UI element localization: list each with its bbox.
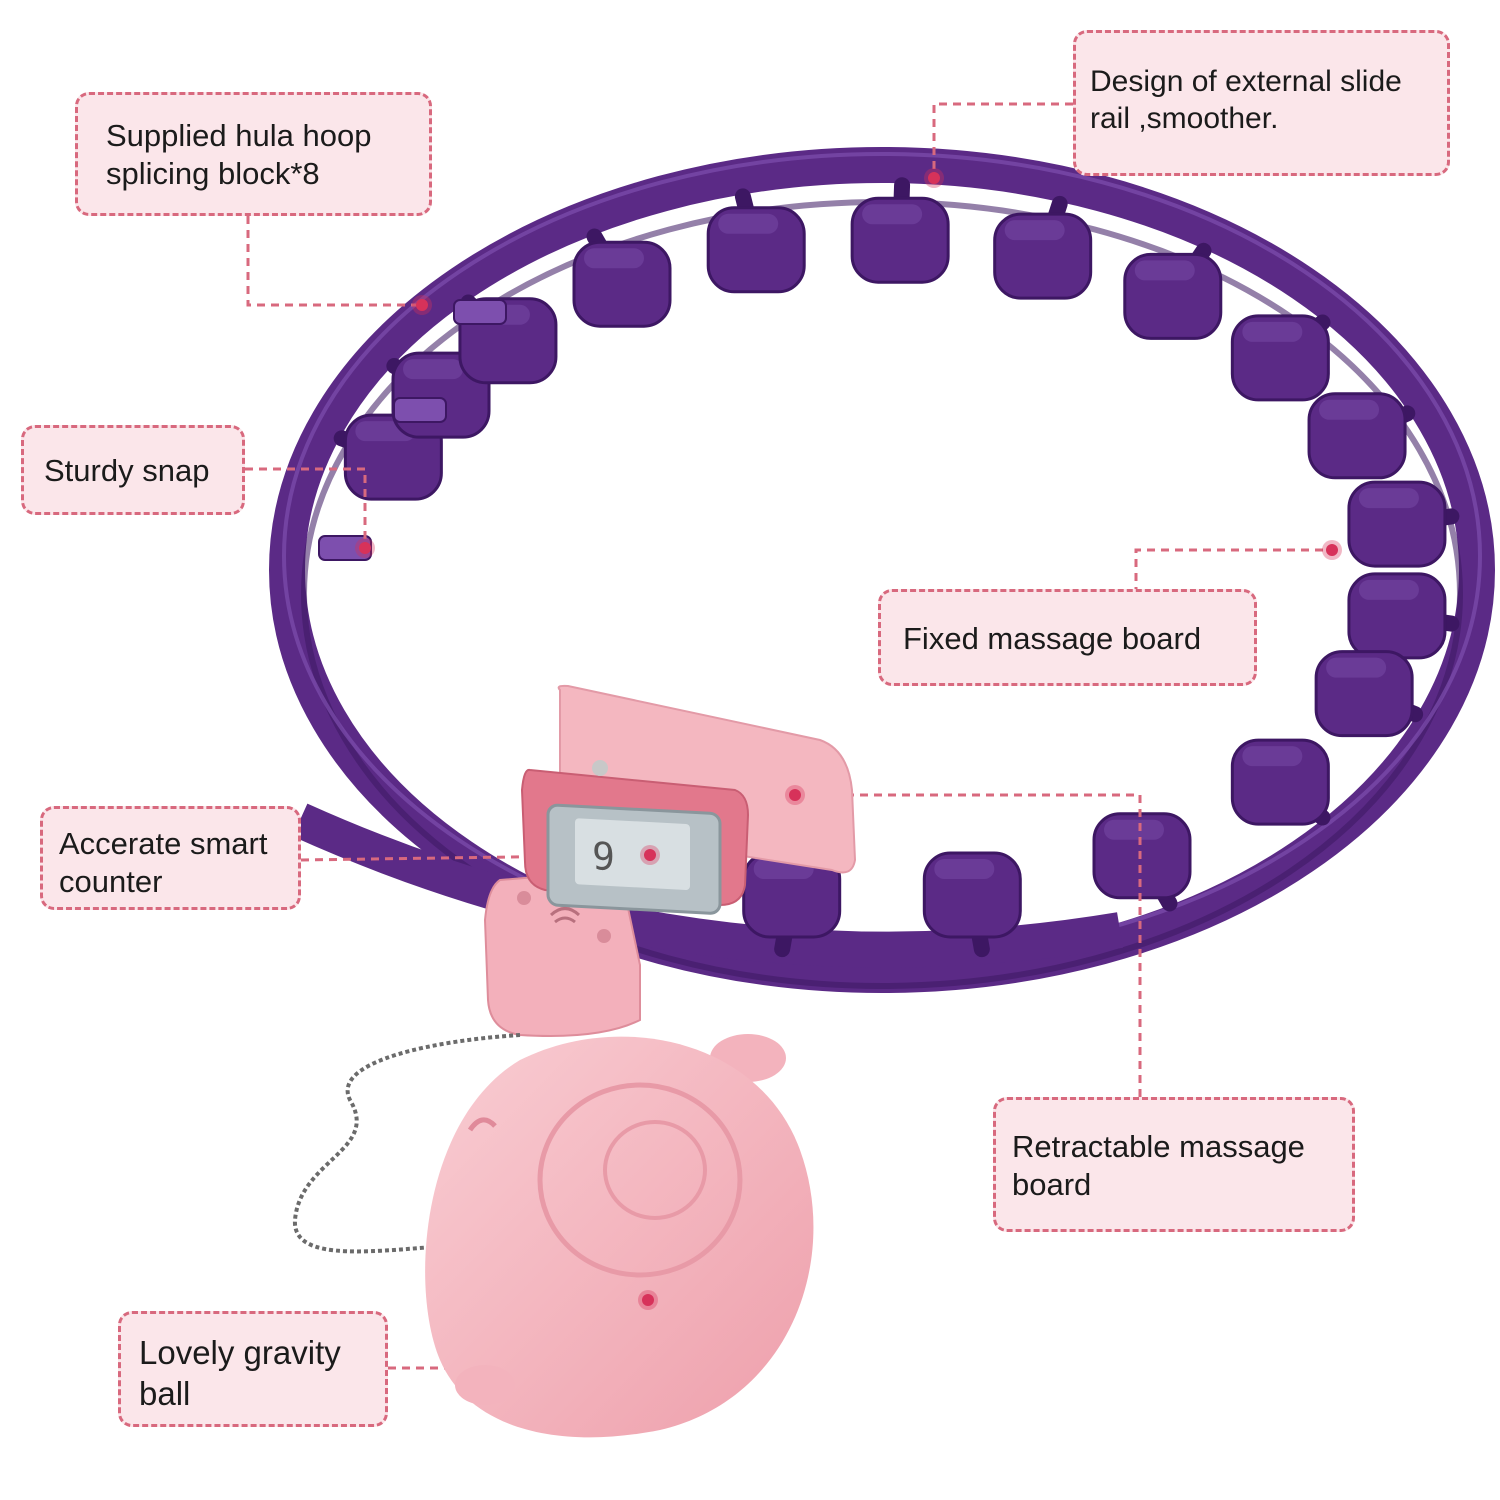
massage-block-pad <box>1092 812 1192 900</box>
massage-block <box>706 188 806 294</box>
massage-block-shine <box>1134 260 1195 281</box>
callout-line: Design of external slide <box>1090 65 1402 98</box>
counter-button-icon[interactable] <box>592 760 608 776</box>
massage-block-pad <box>1307 392 1407 480</box>
callout-splicing-block: Supplied hula hoop splicing block*8 <box>75 92 432 216</box>
massage-block <box>1347 480 1460 568</box>
callout-gravity-ball: Lovely gravity ball <box>118 1311 388 1427</box>
leader-line <box>245 467 367 548</box>
snap-clips <box>318 299 507 561</box>
callout-line: Lovely gravity <box>139 1334 341 1371</box>
hoop-band-outer <box>269 147 1495 993</box>
callout-line: Accerate smart <box>59 826 268 861</box>
callout-line: Supplied hula hoop <box>106 118 372 153</box>
massage-block <box>1314 650 1424 738</box>
massage-block-pad <box>993 212 1093 300</box>
callout-sturdy-snap: Sturdy snap <box>21 425 245 515</box>
marker-dot <box>359 542 371 554</box>
massage-block <box>1307 392 1416 480</box>
massage-block-shine <box>1358 579 1419 600</box>
massage-block-shine <box>1326 657 1387 678</box>
massage-block-shine <box>934 858 995 879</box>
callout-fixed-massage-board: Fixed massage board <box>878 589 1257 686</box>
callout-smart-counter: Accerate smart counter <box>40 806 301 910</box>
leader-line <box>246 216 422 307</box>
counter-eye-icon <box>597 929 611 943</box>
massage-block <box>850 177 950 284</box>
counter-eye-icon <box>517 891 531 905</box>
counter-lcd <box>575 818 690 890</box>
leader-line <box>300 853 651 862</box>
massage-block <box>1092 812 1192 912</box>
massage-block-pad <box>706 206 806 294</box>
ball-body <box>425 1036 814 1438</box>
massage-block-shine <box>718 213 779 234</box>
gravity-ball-rope <box>292 1033 521 1254</box>
massage-block-pad <box>850 196 950 284</box>
snap-clip <box>453 299 507 325</box>
ball-tail <box>455 1365 515 1405</box>
massage-block-shine <box>403 359 464 380</box>
massage-block <box>742 851 842 958</box>
massage-block-shine <box>1104 819 1164 840</box>
massage-block-pad <box>1123 252 1223 340</box>
callout-line: board <box>1012 1167 1092 1202</box>
marker-dot <box>642 1294 654 1306</box>
callout-slide-rail: Design of external slide rail ,smoother. <box>1073 30 1450 176</box>
marker-dot <box>644 849 656 861</box>
hoop-band-front <box>292 803 1123 968</box>
massage-block-shine <box>584 248 644 269</box>
massage-block-shine <box>862 204 923 225</box>
marker-dot <box>416 299 428 311</box>
massage-block <box>572 228 672 328</box>
callout-line: Sturdy snap <box>44 453 210 488</box>
massage-block <box>993 195 1093 300</box>
leader-line <box>795 793 1142 1097</box>
massage-block-pad <box>1347 480 1447 568</box>
callout-retractable-massage-board: Retractable massage board <box>993 1097 1355 1232</box>
massage-block <box>922 851 1022 958</box>
massage-block-pad <box>1230 738 1330 826</box>
marker-dot <box>928 172 940 184</box>
massage-block-pad <box>922 851 1022 939</box>
callout-line: Retractable massage <box>1012 1129 1305 1164</box>
marker-dot <box>1326 544 1338 556</box>
massage-block-shine <box>1004 220 1065 241</box>
massage-block-shine <box>1242 746 1303 767</box>
massage-block <box>1347 572 1460 660</box>
ball-face-mark <box>467 1117 497 1132</box>
counter-base <box>483 868 641 1037</box>
callout-line: Fixed massage board <box>903 621 1202 656</box>
callout-line: ball <box>139 1375 191 1412</box>
massage-block-shine <box>1242 321 1303 342</box>
massage-blocks <box>333 177 1460 958</box>
massage-block-pad <box>572 240 672 328</box>
snap-clip <box>393 397 447 423</box>
callout-line: splicing block*8 <box>106 156 320 191</box>
counter-digit: 9 <box>592 834 615 879</box>
leader-line <box>932 102 1073 178</box>
wifi-icon <box>549 907 581 924</box>
massage-block-pad <box>1314 650 1414 738</box>
massage-block-shine <box>1319 399 1380 420</box>
counter-unit: 9 <box>483 684 857 1037</box>
massage-block <box>1230 314 1331 402</box>
ball-spiral-outer <box>537 1082 743 1278</box>
marker-dots <box>355 168 1342 1310</box>
marker-dot <box>789 789 801 801</box>
massage-block <box>1230 738 1331 826</box>
massage-block-pad <box>1230 314 1330 402</box>
callout-line: counter <box>59 864 163 899</box>
gravity-ball <box>425 1034 814 1438</box>
callout-line: rail ,smoother. <box>1090 102 1279 135</box>
ball-spiral-inner <box>603 1120 707 1220</box>
massage-block <box>1123 242 1223 340</box>
massage-block-shine <box>1358 488 1419 509</box>
